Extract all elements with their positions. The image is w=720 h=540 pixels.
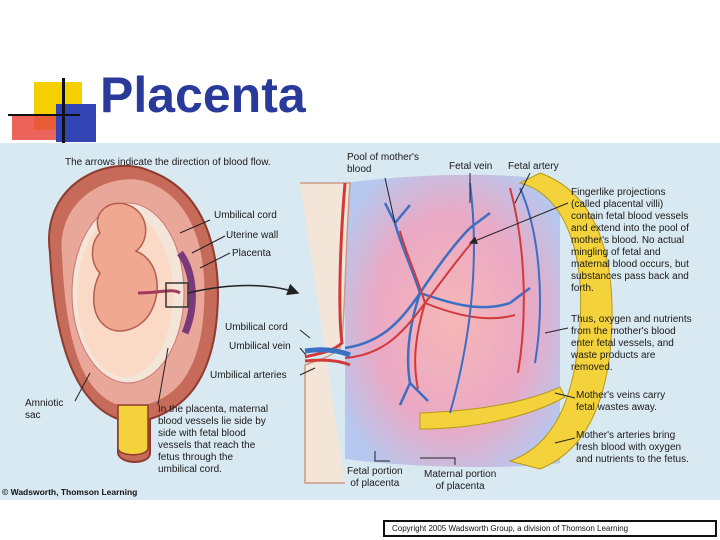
label-umbilical-arteries: Umbilical arteries	[210, 370, 287, 381]
placenta-figure: The arrows indicate the direction of blo…	[0, 143, 720, 500]
label-villi-note: Fingerlike projections (called placental…	[571, 187, 689, 294]
figure-credit: © Wadsworth, Thomson Learning	[2, 487, 138, 497]
label-amniotic-sac: Amniotic sac	[25, 398, 64, 421]
label-placental-note: In the placenta, maternal blood vessels …	[158, 404, 269, 475]
label-umbilical-cord-mid: Umbilical cord	[225, 322, 288, 333]
decor-line-horizontal	[8, 114, 80, 116]
figure-caption: The arrows indicate the direction of blo…	[65, 157, 271, 168]
label-umbilical-cord-left: Umbilical cord	[214, 210, 277, 221]
copyright-notice: Copyright 2005 Wadsworth Group, a divisi…	[383, 520, 717, 537]
label-mothers-arteries-note: Mother's arteries bring fresh blood with…	[576, 430, 689, 465]
placenta-illustration	[48, 164, 613, 484]
label-fetal-vein-top: Fetal vein	[449, 161, 493, 172]
label-fetal-artery: Fetal artery	[508, 161, 559, 172]
label-umbilical-vein: Umbilical vein	[229, 341, 291, 352]
decor-square-red	[12, 114, 56, 140]
label-pool-of-mothers-blood: Pool of mother's blood	[347, 152, 419, 175]
label-exchange-note: Thus, oxygen and nutrients from the moth…	[571, 314, 692, 373]
label-placenta: Placenta	[232, 248, 271, 259]
decor-line-vertical	[62, 78, 65, 146]
placenta-detail	[300, 172, 613, 484]
label-maternal-portion: Maternal portion of placenta	[424, 469, 497, 492]
uterus-illustration	[48, 164, 219, 463]
label-mothers-veins-note: Mother's veins carry fetal wastes away.	[576, 390, 666, 413]
label-uterine-wall: Uterine wall	[226, 230, 279, 241]
slide-title: Placenta	[100, 67, 306, 123]
label-fetal-portion: Fetal portion of placenta	[347, 466, 403, 489]
